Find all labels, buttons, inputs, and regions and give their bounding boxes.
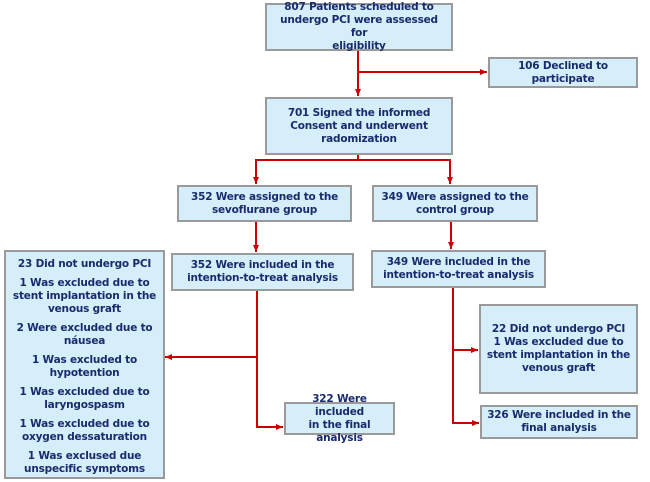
box-sevo-final: 322 Were included in the final analysis <box>284 393 395 444</box>
box-text: 326 Were included in the <box>487 409 631 421</box>
exclusion-item: 23 Did not undergo PCI <box>18 258 151 271</box>
edge-randomized-split <box>253 154 359 184</box>
box-text: venous graft <box>47 303 121 315</box>
box-text: 349 Were assigned to the <box>381 190 529 203</box>
box-text: 352 Were assigned to the <box>190 190 339 203</box>
box-text: unspecific symptoms <box>24 463 145 475</box>
box-text: 1 Was excluded to <box>32 354 137 366</box>
box-text: intention-to-treat analysis <box>383 269 534 281</box>
box-text: radomization <box>321 132 397 145</box>
box-text: final analysis <box>521 422 597 434</box>
box-control-excluded: 22 Did not undergo PCI 1 Was excluded du… <box>479 304 638 394</box>
exclusion-item: 1 Was excluded to hypotention <box>32 354 137 380</box>
exclusion-item: 1 Was excluded due to oxygen dessaturati… <box>20 418 150 444</box>
box-assessed: 807 Patients scheduled to undergo PCI we… <box>265 1 453 52</box>
box-text: undergo PCI were assessed for <box>280 14 438 39</box>
box-text: 106 Declined to <box>518 59 608 72</box>
exclusion-item: 1 Was exclused due unspecific symptoms <box>24 450 145 476</box>
box-text: 1 Was excluded due to <box>493 336 624 348</box>
box-text: náusea <box>63 335 106 347</box>
box-text: 1 Was exclused due <box>27 450 142 462</box>
box-text: 23 Did not undergo PCI <box>17 258 152 270</box>
box-text: Consent and underwent <box>290 119 428 132</box>
box-text: 1 Was excluded due to <box>19 386 150 398</box>
box-text: in the final analysis <box>308 418 371 444</box>
box-text: eligibility <box>332 40 386 52</box>
box-text: stent implantation in the <box>486 349 631 361</box>
box-text: 352 Were included in the <box>190 259 335 271</box>
box-control-assigned: 349 Were assigned to the control group <box>372 185 538 222</box>
box-text: control group <box>416 203 494 216</box>
box-declined: 106 Declined to participate <box>488 57 638 88</box>
edge-control-itt-final <box>452 287 479 426</box>
edge-sevo-itt-final <box>256 290 283 430</box>
box-text: 807 Patients scheduled to <box>284 1 434 13</box>
box-text: hypotention <box>49 367 120 379</box>
box-text: 349 Were included in the <box>386 256 531 268</box>
box-sevo-excluded: 23 Did not undergo PCI 1 Was excluded du… <box>4 250 165 479</box>
box-randomized: 701 Signed the informed Consent and unde… <box>265 97 453 155</box>
box-control-final: 326 Were included in the final analysis <box>480 405 638 439</box>
box-text: participate <box>531 72 595 85</box>
box-sevo-itt: 352 Were included in the intention-to-tr… <box>171 253 354 291</box>
exclusion-item: 1 Was excluded due to stent implantation… <box>13 277 156 316</box>
box-text: sevoflurane group <box>211 203 318 216</box>
box-control-itt: 349 Were included in the intention-to-tr… <box>371 250 546 288</box>
box-sevo-assigned: 352 Were assigned to the sevoflurane gro… <box>177 185 352 222</box>
exclusion-item: 1 Was excluded due to laryngospasm <box>20 386 150 412</box>
box-text: 2 Were excluded due to <box>16 322 153 334</box>
box-text: 22 Did not undergo PCI <box>491 323 626 335</box>
box-text: 322 Were included <box>312 392 367 418</box>
box-text: intention-to-treat analysis <box>187 272 338 284</box>
edge-randomized-control <box>358 159 453 184</box>
exclusion-item: 2 Were excluded due to náusea <box>17 322 153 348</box>
box-text: 701 Signed the informed <box>287 106 431 119</box>
box-text: 1 Was excluded due to <box>19 277 150 289</box>
box-text: 1 Was excluded due to <box>19 418 150 430</box>
box-text: laryngospasm <box>44 399 125 411</box>
box-text: stent implantation in the <box>12 290 157 302</box>
box-text: oxygen dessaturation <box>22 431 147 443</box>
box-text: venous graft <box>521 362 595 374</box>
